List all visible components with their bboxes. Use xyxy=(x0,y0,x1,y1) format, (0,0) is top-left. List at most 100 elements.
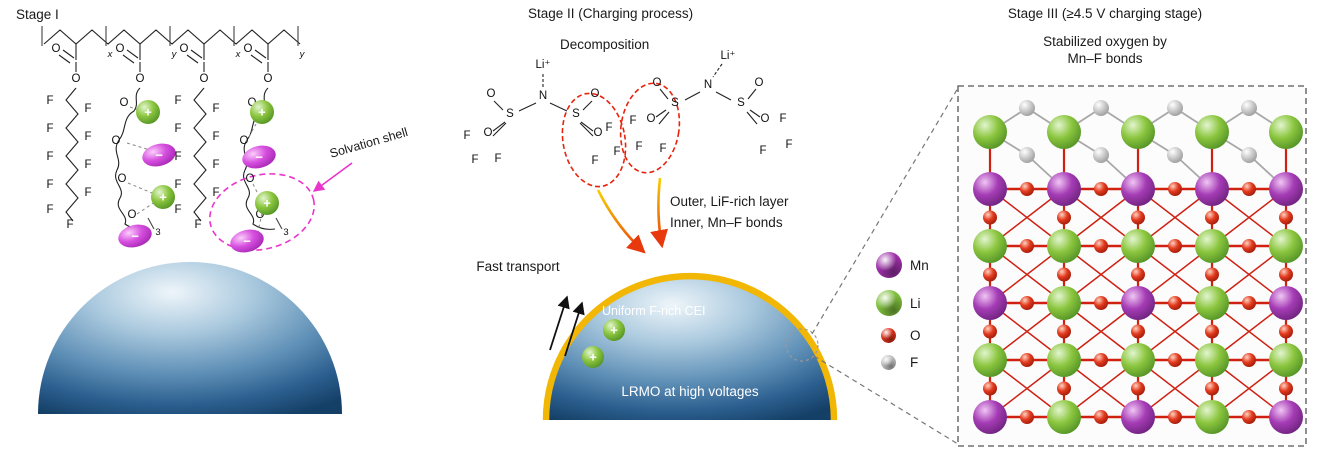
legend-item-o: O xyxy=(876,328,929,343)
o-atom xyxy=(1242,296,1256,310)
atom-label-n: N xyxy=(704,79,712,91)
legend-label: Li xyxy=(910,295,921,311)
inner-layer-label: Inner, Mn–F bonds xyxy=(670,215,783,230)
o-atom xyxy=(1131,381,1145,396)
legend-item-f: F xyxy=(876,355,929,370)
li-atom xyxy=(1047,286,1081,320)
anion-charge-label: − xyxy=(155,148,163,163)
cei-label: Uniform F-rich CEI xyxy=(602,304,706,318)
decomposition-ellipse-1 xyxy=(561,92,627,188)
li-cation-sphere xyxy=(582,346,604,368)
o-atom xyxy=(1242,239,1256,253)
cation-charge-label: + xyxy=(258,105,266,120)
fast-transport-arrow-2 xyxy=(564,301,585,357)
o-atom xyxy=(1094,182,1108,196)
atom-label-li-plus: Li⁺ xyxy=(720,50,735,62)
o-atom xyxy=(1168,353,1182,367)
decomposition-arrow-1 xyxy=(596,189,646,254)
decomposition-ellipse-2 xyxy=(619,82,681,174)
cation-charge-label: + xyxy=(610,323,618,338)
li-atom xyxy=(1195,286,1229,320)
f-atom xyxy=(1093,147,1109,163)
li-atom xyxy=(1195,115,1229,149)
atom-label-o: O xyxy=(594,127,603,139)
li-n-dashed-bonds xyxy=(542,63,723,88)
fast-transport-label: Fast transport xyxy=(476,259,560,274)
li-cation-sphere xyxy=(255,191,279,215)
atom-label-o: O xyxy=(256,209,265,221)
stage3-subtitle-line2: Mn–F bonds xyxy=(1067,51,1143,66)
atom-label-o: O xyxy=(128,209,137,221)
atom-label-s: S xyxy=(572,108,580,120)
repeat-subscript-y: y xyxy=(171,49,178,60)
atom-label-f: F xyxy=(174,123,181,135)
o-atom xyxy=(1279,267,1293,282)
f-atom xyxy=(1241,147,1257,163)
o-atom xyxy=(1020,410,1034,424)
solvation-shell-ellipse xyxy=(209,173,315,251)
atom-label-o: O xyxy=(244,43,253,55)
li-atom xyxy=(973,229,1007,263)
tfsi-structure-bonds xyxy=(492,63,761,137)
mn-atom xyxy=(973,172,1007,206)
o-atom xyxy=(1168,410,1182,424)
li-atom xyxy=(1195,229,1229,263)
o-atom xyxy=(1279,324,1293,339)
atom-label-o: O xyxy=(120,97,129,109)
atom-label-f: F xyxy=(212,103,219,115)
chain-repeat-subscript: 3 xyxy=(283,227,288,238)
o-atom xyxy=(1094,296,1108,310)
mn-atom xyxy=(1195,172,1229,206)
atom-label-o: O xyxy=(755,77,764,89)
o-atom xyxy=(1168,296,1182,310)
atom-label-f: F xyxy=(46,95,53,107)
mn-atom xyxy=(1121,172,1155,206)
atom-label-f: F xyxy=(84,187,91,199)
li-atom xyxy=(1195,400,1229,434)
atom-label-o: O xyxy=(112,135,121,147)
atom-label-o: O xyxy=(52,43,61,55)
cation-charge-label: + xyxy=(159,190,167,205)
li-atom xyxy=(1269,343,1303,377)
o-atom xyxy=(1205,267,1219,282)
f-atom xyxy=(1019,100,1035,116)
polymer-backbone xyxy=(43,29,301,45)
atom-label-f: F xyxy=(174,204,181,216)
o-atom xyxy=(983,210,997,225)
legend-label: O xyxy=(910,328,921,343)
o-atom xyxy=(1020,353,1034,367)
atom-label-f: F xyxy=(212,159,219,171)
f-atom xyxy=(1093,100,1109,116)
coordination-dashed-bonds xyxy=(126,106,263,233)
o-sphere-icon xyxy=(881,328,896,343)
o-atom xyxy=(1131,267,1145,282)
anion-sphere xyxy=(142,143,176,167)
atom-label-f: F xyxy=(174,179,181,191)
atom-label-f: F xyxy=(194,219,201,231)
atom-label-o: O xyxy=(116,43,125,55)
repeat-subscript-y: y xyxy=(299,49,306,60)
li-atom xyxy=(1195,343,1229,377)
o-atom xyxy=(1242,182,1256,196)
atom-label-f: F xyxy=(46,123,53,135)
zoom-connector-lines xyxy=(811,87,959,445)
repeat-subscript-x: x xyxy=(235,49,242,60)
zoom-region-circle xyxy=(785,328,819,362)
s-o-bonds xyxy=(492,88,761,132)
o-atom xyxy=(1205,381,1219,396)
o-atom xyxy=(1020,182,1034,196)
atom-label-f: F xyxy=(46,204,53,216)
atom-label-f: F xyxy=(174,151,181,163)
atom-label-f: F xyxy=(84,159,91,171)
mn-sphere-icon xyxy=(876,252,902,278)
atom-label-o: O xyxy=(200,73,209,85)
atom-label-s: S xyxy=(671,97,679,109)
li-atom xyxy=(1121,115,1155,149)
atom-label-f: F xyxy=(659,143,666,155)
o-atom xyxy=(1094,239,1108,253)
fast-transport-arrow-1 xyxy=(549,295,570,351)
o-atom xyxy=(1094,353,1108,367)
anion-charge-label: − xyxy=(131,229,139,244)
